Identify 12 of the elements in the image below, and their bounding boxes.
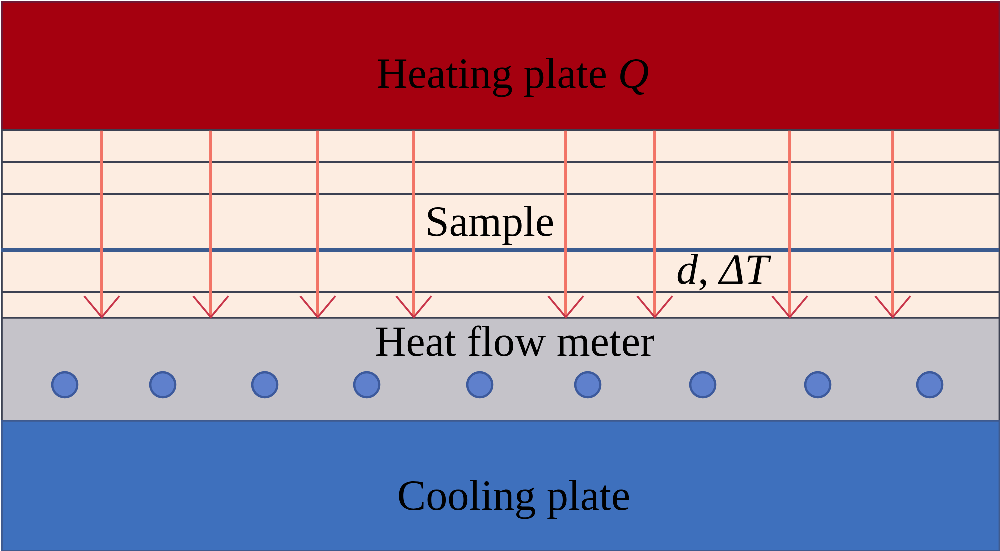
arrow bbox=[192, 130, 230, 319]
meter-layer: Heat flow meter bbox=[1, 317, 1000, 422]
arrow bbox=[300, 130, 336, 319]
cooling-plate: Cooling plate bbox=[1, 420, 1000, 551]
arrow bbox=[84, 130, 120, 319]
heating-plate: Heating plate Q bbox=[1, 1, 1000, 131]
sample-layer: Sample d, ΔT bbox=[1, 129, 1000, 319]
arrow bbox=[874, 130, 912, 319]
arrow bbox=[548, 130, 584, 319]
arrow bbox=[396, 130, 432, 319]
arrow bbox=[636, 130, 674, 319]
arrow bbox=[772, 130, 808, 319]
